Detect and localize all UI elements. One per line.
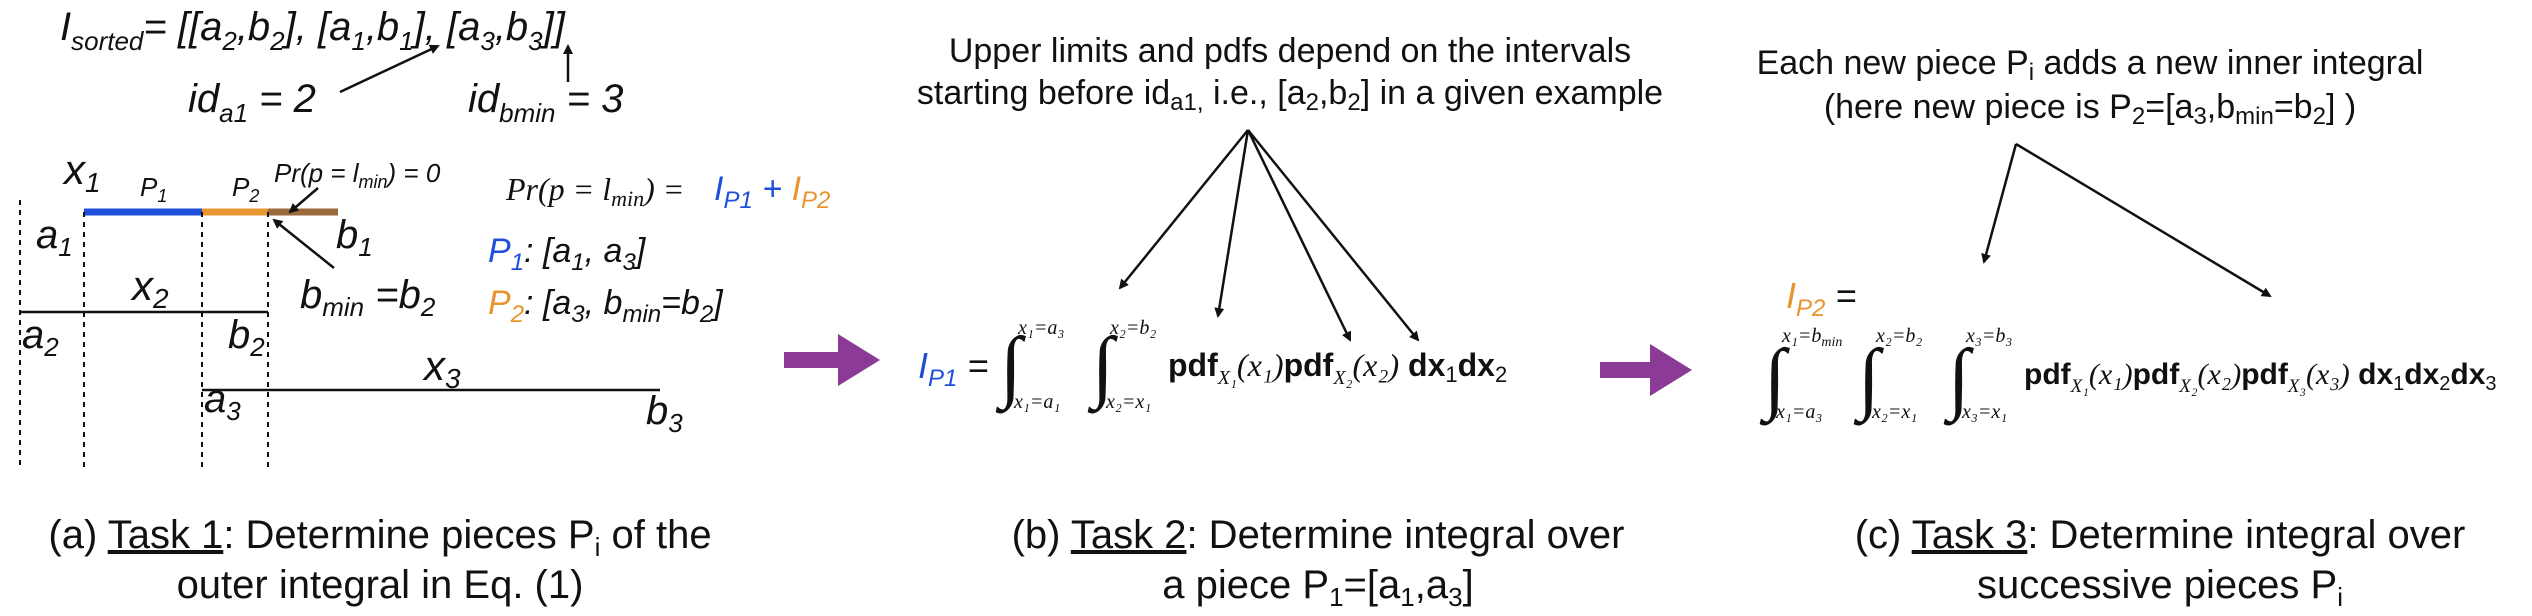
b2-label: b2 [228, 313, 265, 362]
x2-label: x2 [130, 262, 169, 314]
c-int3-lower: x₃=x₁ [1961, 401, 2007, 423]
arrow-b-to-upper1 [1118, 129, 1249, 290]
note-c-line1: Each new piece Pi adds a new inner integ… [1757, 44, 2424, 86]
p1-label: P1 [140, 172, 167, 206]
pdf-product-c: pdfX₁(x₁)pdfX₂(x₂)pdfX₃(x₃) dx1dx2dx3 [2024, 358, 2497, 397]
x1-label: x1 [62, 146, 101, 198]
integral-sign-1: ∫ [995, 322, 1027, 414]
c-int3-upper: x₃=b₃ [1965, 325, 2012, 347]
prob-zero-label: Pr(p = lmin) = 0 [274, 158, 441, 192]
ip1-term: I [714, 170, 724, 208]
caption-a-line1: (a) Task 1: Determine pieces Pi of the [48, 513, 711, 562]
panel-a: Isorted= [[a2,b2], [a1,b1], [a3,b3]] ida… [19, 5, 830, 607]
arrow-b-to-pdf2 [1247, 129, 1420, 342]
flow-arrow-1 [784, 334, 880, 386]
int2-upper: x₂=b₂ [1109, 317, 1156, 339]
c-int2-upper: x₂=b₂ [1875, 325, 1922, 347]
c-integral-sign-3: ∫ [1943, 334, 1975, 426]
c-integral-sign-2: ∫ [1853, 334, 1885, 426]
int2-lower: x₂=x₁ [1105, 391, 1151, 413]
pdf-product-b: pdfX₁(x₁)pdfX₂(x₂) dx1dx2 [1168, 347, 1507, 389]
arrow-c-to-pdf [2015, 142, 2272, 298]
id-bmin-label: idbmin = 3 [468, 77, 623, 128]
c-int1-upper: x₁=bmin [1781, 325, 1842, 350]
p2-label: P2 [232, 172, 259, 206]
arrow-c-to-integral [1981, 143, 2018, 264]
caption-b-line1: (b) Task 2: Determine integral over [1012, 513, 1625, 557]
note-b-line1: Upper limits and pdfs depend on the inte… [949, 32, 1631, 70]
p1-definition: P1: [a1, a3] [488, 232, 647, 276]
a2-label: a2 [22, 313, 59, 362]
b3-label: b3 [646, 389, 683, 438]
caption-c-line1: (c) Task 3: Determine integral over [1855, 513, 2466, 557]
ip1-lhs: IP1 = [918, 345, 988, 392]
c-integral-sign-1: ∫ [1759, 334, 1791, 426]
panel-c: Each new piece Pi adds a new inner integ… [1757, 44, 2497, 612]
integral-sign-2: ∫ [1087, 322, 1119, 414]
pr-equation: Pr(p = lmin) = [505, 171, 684, 211]
caption-b-line2: a piece P1=[a1,a3] [1162, 563, 1473, 612]
ip2-term: I [792, 170, 802, 208]
caption-c-line2: successive pieces Pi [1977, 563, 2343, 612]
note-b-line2: starting before ida1, i.e., [a2,b2] in a… [917, 74, 1663, 116]
b1-label: b1 [336, 213, 373, 262]
note-c-line2: (here new piece is P2=[a3,bmin=b2] ) [1824, 88, 2356, 130]
p2-definition: P2: [a3, bmin=b2] [488, 284, 724, 328]
arrow-b-to-pdf1 [1246, 129, 1352, 342]
arrow-bmin [272, 218, 335, 269]
arrow-b-to-upper2 [1214, 129, 1250, 318]
bmin-label: bmin =b2 [300, 273, 436, 322]
id-a1-label: ida1 = 2 [188, 77, 316, 128]
ip2-lhs: IP2 = [1786, 275, 1856, 322]
c-int2-lower: x₂=x₁ [1871, 401, 1917, 423]
panel-b: Upper limits and pdfs depend on the inte… [917, 32, 1663, 612]
int1-lower: x₁=a₁ [1013, 391, 1060, 413]
c-int1-lower: x₁=a₃ [1775, 401, 1822, 423]
a3-label: a3 [204, 377, 241, 426]
pr-equation-terms: IP1 + IP2 [714, 170, 830, 214]
arrow-prob-zero [288, 187, 319, 214]
arrow-id-a1 [339, 44, 440, 94]
int1-upper: x₁=a₃ [1017, 317, 1064, 339]
x3-label: x3 [422, 342, 461, 394]
i-sorted-expression: Isorted= [[a2,b2], [a1,b1], [a3,b3]] [60, 5, 566, 56]
a1-label: a1 [36, 213, 73, 262]
flow-arrow-2 [1600, 344, 1692, 396]
caption-a-line2: outer integral in Eq. (1) [177, 563, 584, 607]
